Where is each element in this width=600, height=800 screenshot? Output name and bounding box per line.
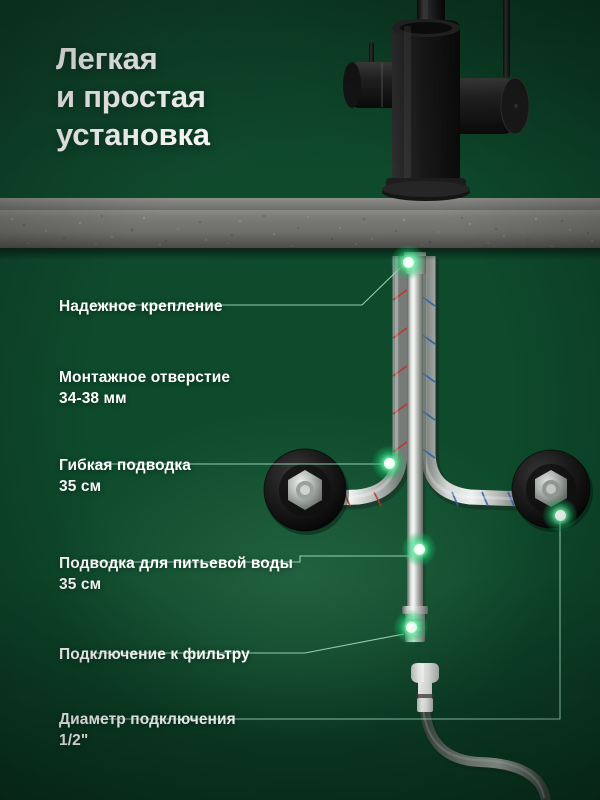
marker-diameter-icon[interactable] — [543, 498, 577, 532]
kitchen-faucet — [343, 0, 530, 201]
cold-stripe-marks — [420, 295, 515, 507]
callout-diameter-line2: 1/2" — [59, 731, 89, 749]
callout-mount-line1: Надежное крепление — [59, 298, 223, 315]
stone-texture — [10, 214, 593, 247]
cold-supply-hose — [420, 256, 527, 511]
headline-line-1: Легкая — [56, 41, 158, 76]
callout-hole: Монтажное отверстие 34-38 мм — [59, 368, 230, 410]
marker-drinking-icon[interactable] — [402, 532, 436, 566]
faucet-body — [392, 19, 460, 184]
countertop-slab — [0, 198, 600, 260]
callout-drinking-line1: Подводка для питьевой воды — [59, 555, 293, 572]
callout-diameter: Диаметр подключения 1/2" — [59, 710, 236, 752]
leader-mount — [92, 267, 401, 306]
leader-lines — [92, 267, 561, 720]
countertop-drop-shadow — [0, 248, 600, 260]
callout-drinking: Подводка для питьевой воды 35 см — [59, 554, 293, 596]
drinking-water-line — [407, 254, 426, 626]
callout-hose-line2: 35 см — [59, 477, 102, 495]
left-angle-valve — [263, 448, 349, 535]
marker-filter-icon[interactable] — [394, 610, 428, 644]
countertop-top-surface — [0, 198, 600, 211]
callout-filter: Подключение к фильтру — [59, 645, 250, 666]
callout-hose-line1: Гибкая подводка — [59, 457, 192, 474]
leader-diameter — [92, 522, 561, 720]
headline-line-2: и простая — [56, 79, 206, 115]
faucet-base-ring — [382, 178, 470, 201]
callout-drinking-line2: 35 см — [59, 575, 102, 593]
countertop-front-edge — [0, 210, 600, 250]
callout-mount: Надежное крепление — [59, 297, 223, 318]
callout-hose: Гибкая подводка 35 см — [59, 456, 191, 498]
filter-quick-connect — [411, 663, 554, 800]
callout-filter-line1: Подключение к фильтру — [59, 646, 250, 663]
marker-mount-icon[interactable] — [391, 245, 425, 279]
leader-filter — [92, 633, 405, 654]
leader-drinking — [92, 555, 412, 563]
callout-diameter-line1: Диаметр подключения — [59, 711, 236, 728]
marker-hose-icon[interactable] — [372, 446, 406, 480]
callout-hole-line1: Монтажное отверстие — [59, 369, 231, 386]
page-title: Легкая и простая установка — [56, 40, 356, 154]
callout-hole-line2: 34-38 мм — [59, 389, 127, 407]
headline-line-3: установка — [56, 117, 210, 153]
